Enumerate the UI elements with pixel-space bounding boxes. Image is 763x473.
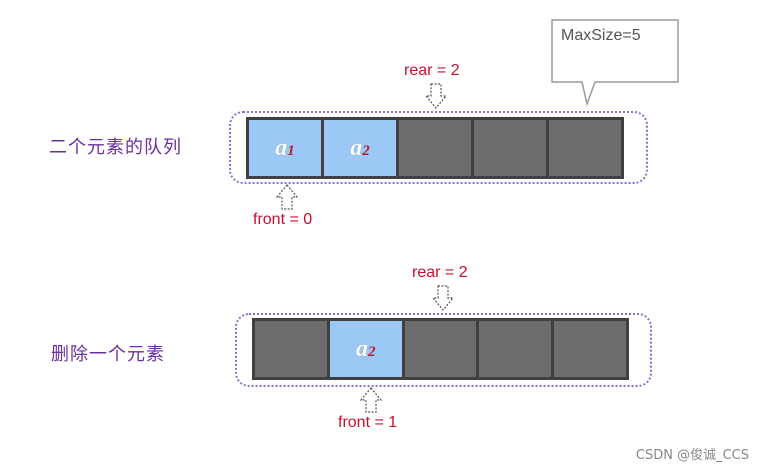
row2-cell-2	[404, 321, 477, 377]
maxsize-callout-shape	[551, 19, 679, 107]
row1-cell-1-value: a2	[350, 134, 370, 161]
row2-rear-label: rear = 2	[412, 264, 468, 281]
row1-cell-3	[474, 120, 546, 176]
row2-cell-4	[554, 321, 626, 377]
row2-queue: a2	[252, 318, 629, 380]
row2-rear-arrow-icon	[432, 285, 454, 311]
row2-cell-1-value: a2	[355, 335, 376, 362]
row2-cell-1: a2	[329, 321, 402, 377]
row2-front-arrow-icon	[360, 387, 382, 413]
row1-cell-2	[399, 120, 471, 176]
maxsize-callout-text: MaxSize=5	[561, 27, 641, 44]
row1-cell-0: a1	[249, 120, 321, 176]
row1-cell-0-value: a1	[275, 134, 295, 161]
row1-rear-arrow-icon	[425, 83, 447, 109]
row2-queue-outline	[235, 313, 652, 387]
row2-front-label: front = 1	[338, 414, 398, 431]
row1-front-arrow-icon	[276, 184, 298, 210]
row1-cell-1: a2	[324, 120, 396, 176]
row1-queue: a1 a2	[246, 117, 624, 179]
watermark: CSDN @俊诚_CCS	[635, 448, 749, 463]
row2-cell-0	[255, 321, 327, 377]
row1-rear-label: rear = 2	[404, 62, 460, 79]
row1-front-label: front = 0	[253, 211, 313, 228]
row1-cell-4	[549, 120, 621, 176]
row1-queue-outline	[229, 111, 648, 184]
row2-label: 删除一个元素	[51, 344, 165, 365]
row2-cell-3	[479, 321, 552, 377]
row1-label: 二个元素的队列	[49, 137, 182, 158]
